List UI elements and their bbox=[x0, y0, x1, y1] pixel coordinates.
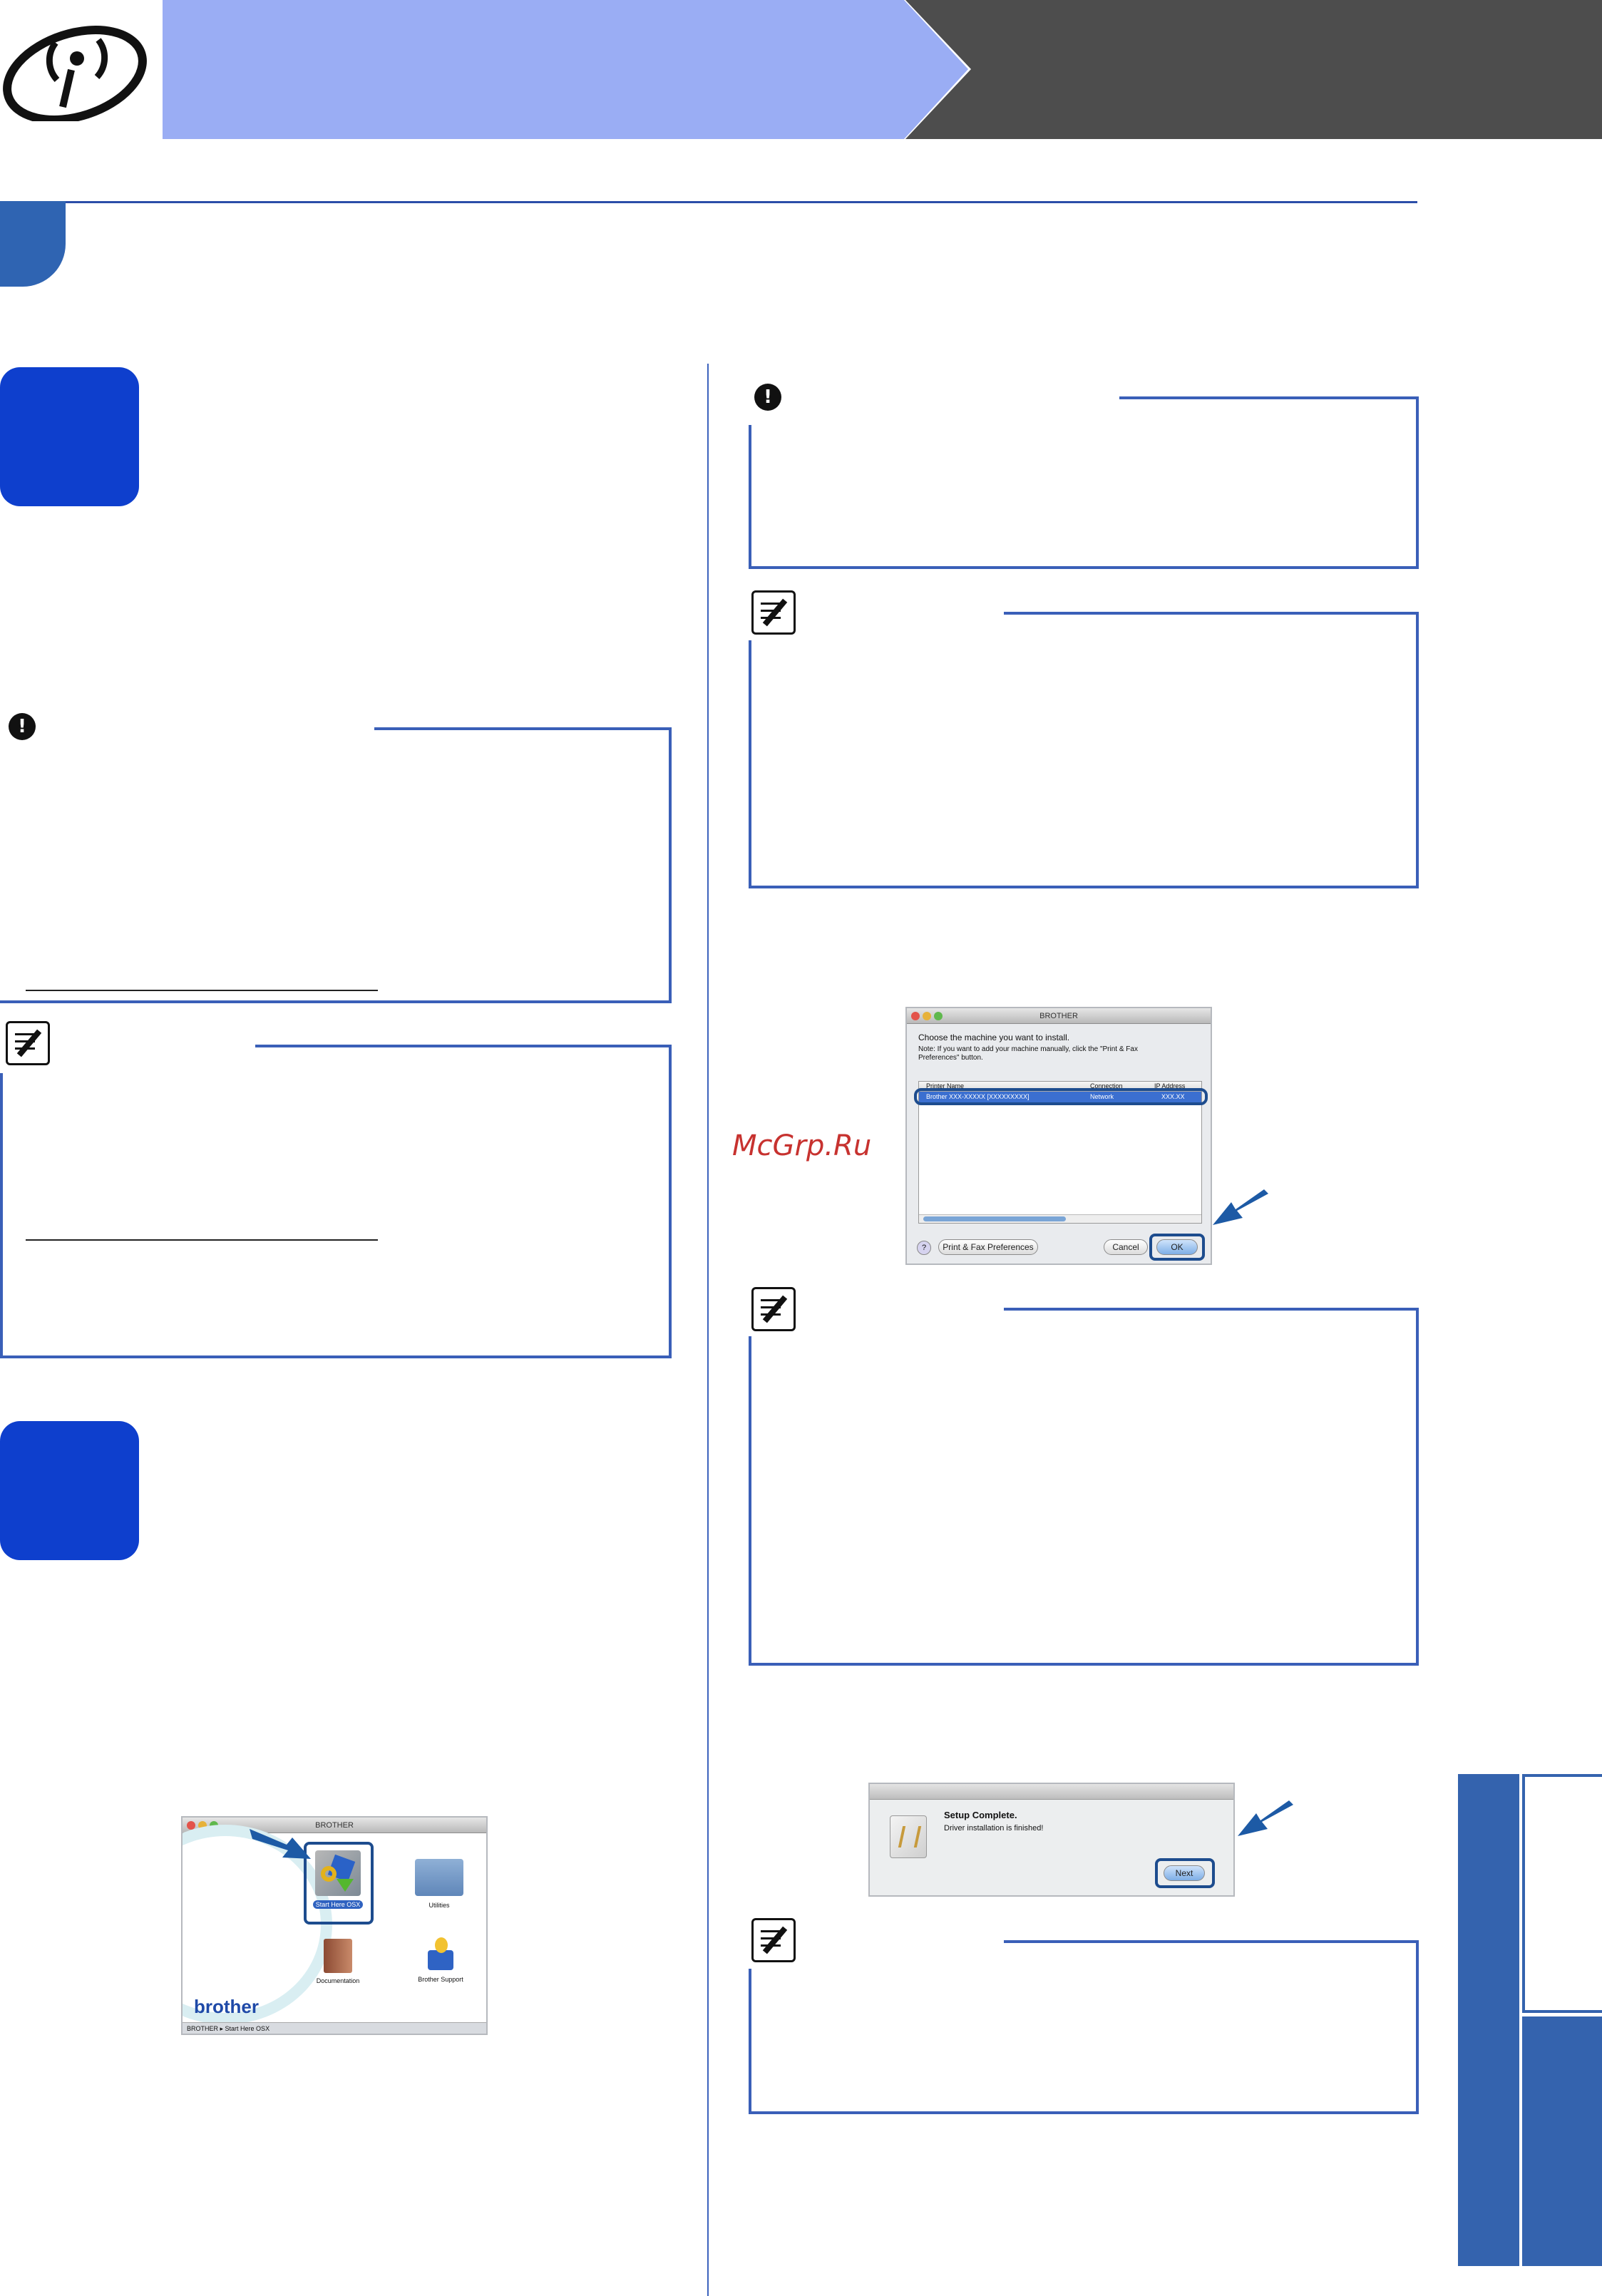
printer-connection: Network bbox=[1090, 1093, 1114, 1100]
next-button-highlight bbox=[1155, 1858, 1215, 1888]
minimize-icon[interactable] bbox=[923, 1012, 931, 1020]
header-banner bbox=[163, 0, 968, 139]
note-box-edge bbox=[669, 1045, 672, 1073]
brother-logo: brother bbox=[194, 1996, 259, 2017]
next-button[interactable]: Next bbox=[1164, 1865, 1205, 1881]
selected-row-highlight bbox=[914, 1088, 1208, 1105]
pointer-arrow-icon bbox=[1238, 1800, 1293, 1836]
side-tab bbox=[1458, 1774, 1519, 2266]
dialog-titlebar: BROTHER bbox=[907, 1008, 1211, 1024]
finder-window-screenshot: BROTHER Start Here OSX Utilities Documen… bbox=[181, 1816, 488, 2035]
start-here-highlight bbox=[304, 1842, 374, 1925]
note-box-topline bbox=[1004, 1940, 1419, 1943]
note-icon bbox=[751, 1918, 796, 1962]
note-box bbox=[749, 640, 1419, 888]
path-segment[interactable]: Start Here OSX bbox=[225, 2025, 270, 2032]
horizontal-scrollbar[interactable] bbox=[919, 1214, 1201, 1223]
side-tab-filled bbox=[1522, 2016, 1602, 2266]
section-rule bbox=[0, 201, 1417, 203]
note-box-edge bbox=[1416, 1308, 1419, 1336]
header-banner-dark bbox=[905, 0, 1602, 139]
zoom-icon[interactable] bbox=[934, 1012, 943, 1020]
print-fax-preferences-button[interactable]: Print & Fax Preferences bbox=[938, 1239, 1038, 1255]
dialog-title: BROTHER bbox=[1039, 1012, 1078, 1020]
note-box bbox=[749, 1969, 1419, 2114]
setup-complete-dialog-screenshot: Setup Complete. Driver installation is f… bbox=[868, 1783, 1235, 1897]
folder-icon bbox=[415, 1859, 463, 1896]
important-icon: ! bbox=[9, 713, 36, 740]
note-box-edge bbox=[1416, 612, 1419, 640]
note-icon bbox=[751, 590, 796, 635]
column-divider bbox=[707, 364, 709, 2296]
printer-name: Brother XXX-XXXXX [XXXXXXXXX] bbox=[926, 1093, 1030, 1100]
close-icon[interactable] bbox=[187, 1821, 195, 1830]
dialog-message: Driver installation is finished! bbox=[944, 1824, 1044, 1833]
note-box-topline bbox=[255, 1045, 672, 1047]
table-row[interactable]: Brother XXX-XXXXX [XXXXXXXXX] Network XX… bbox=[919, 1092, 1201, 1103]
finder-item-utilities[interactable]: Utilities bbox=[411, 1859, 468, 1909]
important-box-topline bbox=[374, 727, 672, 730]
choose-machine-dialog-screenshot: BROTHER Choose the machine you want to i… bbox=[905, 1007, 1212, 1265]
note-box-edge bbox=[1416, 1940, 1419, 1969]
note-box-topline bbox=[1004, 1308, 1419, 1311]
finder-item-label: Documentation bbox=[316, 1977, 360, 1984]
important-box-edge bbox=[1416, 396, 1419, 425]
cancel-button[interactable]: Cancel bbox=[1104, 1239, 1148, 1255]
column-header[interactable]: Connection bbox=[1090, 1082, 1123, 1090]
dialog-title: Setup Complete. bbox=[944, 1810, 1017, 1820]
note-box bbox=[0, 1073, 672, 1358]
pointer-arrow-icon bbox=[250, 1829, 311, 1859]
installer-icon bbox=[890, 1815, 927, 1858]
ok-button-highlight bbox=[1149, 1234, 1205, 1261]
important-box-edge bbox=[669, 727, 672, 756]
important-box bbox=[749, 425, 1419, 569]
documents-icon bbox=[324, 1939, 352, 1973]
finder-path-bar: BROTHER ▸ Start Here OSX bbox=[183, 2022, 486, 2034]
finder-item-label: Brother Support bbox=[418, 1976, 463, 1983]
ok-button[interactable]: OK bbox=[1156, 1239, 1198, 1255]
important-icon: ! bbox=[754, 384, 781, 411]
finder-item-label: Utilities bbox=[428, 1902, 450, 1909]
pointer-arrow-icon bbox=[1213, 1189, 1268, 1225]
underline bbox=[26, 990, 378, 991]
finder-item-support[interactable]: Brother Support bbox=[411, 1937, 471, 1983]
path-segment[interactable]: BROTHER bbox=[187, 2025, 219, 2032]
section-tab bbox=[0, 201, 66, 287]
support-icon bbox=[425, 1937, 456, 1972]
note-box-topline bbox=[1004, 612, 1419, 615]
note-box bbox=[749, 1336, 1419, 1666]
printer-ip: XXX.XX bbox=[1161, 1093, 1185, 1100]
dialog-note: Note: If you want to add your machine ma… bbox=[918, 1045, 1138, 1062]
important-box-topline bbox=[1119, 396, 1419, 399]
finder-title: BROTHER bbox=[315, 1821, 354, 1830]
finder-item-start-here[interactable]: Start Here OSX bbox=[308, 1846, 368, 1925]
watermark-text: McGrp.Ru bbox=[732, 1129, 872, 1162]
important-box bbox=[0, 756, 672, 1003]
column-header[interactable]: IP Address bbox=[1154, 1082, 1186, 1090]
column-header[interactable]: Printer Name bbox=[926, 1082, 965, 1090]
help-button[interactable]: ? bbox=[917, 1241, 931, 1255]
step-badge-2 bbox=[0, 1421, 139, 1560]
finder-item-label: Start Here OSX bbox=[312, 1900, 364, 1909]
note-icon bbox=[751, 1287, 796, 1331]
dialog-titlebar bbox=[870, 1784, 1233, 1800]
wireless-logo-icon bbox=[0, 14, 150, 124]
dialog-heading: Choose the machine you want to install. bbox=[918, 1032, 1070, 1042]
underline bbox=[26, 1239, 378, 1241]
step-badge-1 bbox=[0, 367, 139, 506]
note-icon bbox=[6, 1021, 50, 1065]
close-icon[interactable] bbox=[911, 1012, 920, 1020]
side-tab-outline bbox=[1522, 1774, 1602, 2013]
finder-item-documentation[interactable]: Documentation bbox=[308, 1939, 368, 1984]
installer-icon bbox=[315, 1850, 361, 1896]
